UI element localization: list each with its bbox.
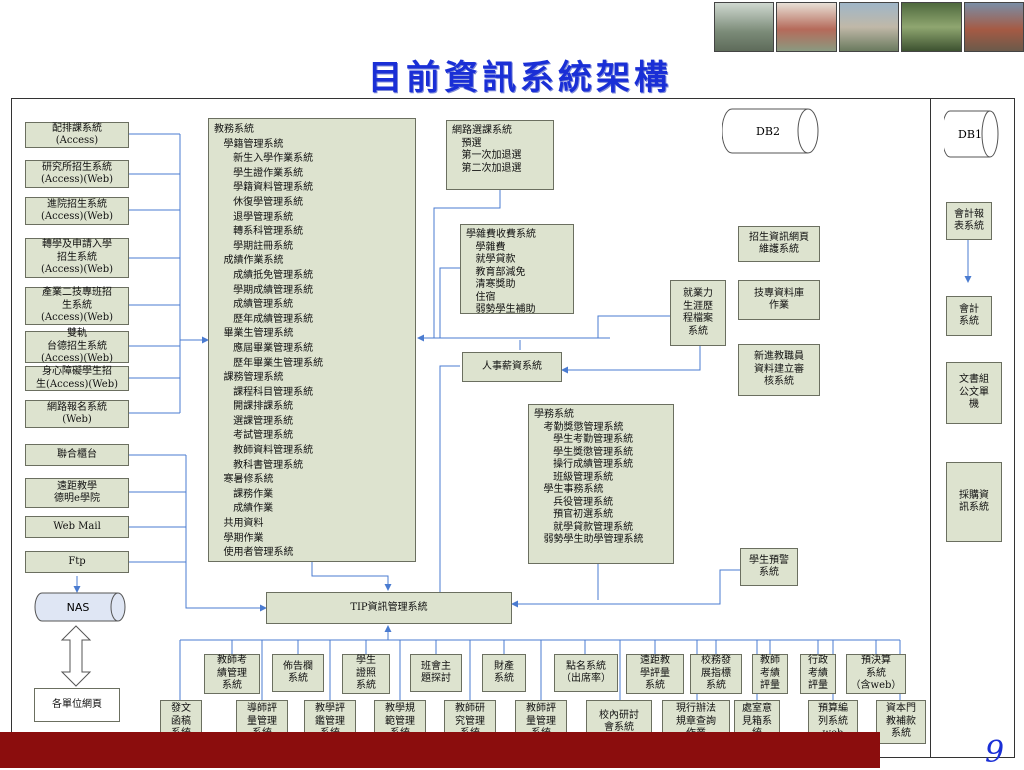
campus-photo xyxy=(838,2,900,52)
right-system-box: 採購資 訊系統 xyxy=(946,462,1002,542)
bottom-system-box: 學生 證照 系統 xyxy=(342,654,390,694)
campus-photo xyxy=(901,2,962,52)
bottom-system-box: 行政 考績 評量 xyxy=(800,654,836,694)
tech-database-box: 技專資料庫 作業 xyxy=(738,280,820,320)
nas-cylinder: NAS xyxy=(34,592,126,622)
campus-photo xyxy=(963,2,1024,52)
tip-management-box: TIP資訊管理系統 xyxy=(266,592,512,624)
campus-photo xyxy=(714,2,775,52)
db2-label: DB2 xyxy=(756,125,780,138)
bottom-system-box: 校務發 展指標 系統 xyxy=(690,654,742,694)
left-system-box: 研究所招生系統 (Access)(Web) xyxy=(25,160,129,188)
bottom-system-box: 財產 系統 xyxy=(482,654,526,692)
course-selection-box: 網路選課系統 預選 第一次加退選 第二次加退選 xyxy=(446,120,554,190)
hr-payroll-box: 人事薪資系統 xyxy=(462,352,562,382)
db1-label: DB1 xyxy=(958,128,982,141)
right-system-box: 會計報 表系統 xyxy=(946,202,992,240)
tuition-fee-box: 學雜費收費系統 學雜費 就學貸款 教育部減免 清寒獎助 住宿 弱勢學生補助 xyxy=(460,224,574,315)
unit-pages-box: 各單位網頁 xyxy=(34,688,120,722)
left-system-box: 產業二技專班招 生系統 (Access)(Web) xyxy=(25,287,129,325)
left-system-box: 進院招生系統 (Access)(Web) xyxy=(25,197,129,225)
left-system-box: Web Mail xyxy=(25,516,129,538)
left-system-box: Ftp xyxy=(25,551,129,573)
bottom-system-box: 遠距教 學評量 系統 xyxy=(626,654,684,694)
new-staff-box: 新進教職員 資料建立審 核系統 xyxy=(738,344,820,396)
page-number: 9 xyxy=(985,735,1005,770)
bottom-system-box: 點名系統 （出席率） xyxy=(554,654,618,692)
bottom-system-box: 預決算 系統 （含web） xyxy=(846,654,906,694)
employability-box: 就業力 生涯歷 程檔案 系統 xyxy=(670,280,726,346)
left-system-box: 遠距教學 德明e學院 xyxy=(25,478,129,508)
bottom-system-box: 教師 考績 評量 xyxy=(752,654,788,694)
bottom-system-box: 教師考 績管理 系統 xyxy=(204,654,260,694)
bottom-system-box: 資本門 教補款 系統 xyxy=(876,700,926,744)
header-photo-strip xyxy=(714,2,1024,52)
recruit-web-box: 招生資訊網頁 維護系統 xyxy=(738,226,820,262)
left-system-box: 轉學及申請入學 招生系統 (Access)(Web) xyxy=(25,238,129,278)
student-affairs-box: 學務系統 考勤獎懲管理系統 學生考勤管理系統 學生獎懲管理系統 操行成績管理系統… xyxy=(528,404,674,564)
footer-bar xyxy=(0,732,880,768)
bottom-system-box: 佈告欄 系統 xyxy=(272,654,324,692)
db2-cylinder: DB2 xyxy=(722,108,819,154)
page-title: 目前資訊系統架構 xyxy=(368,58,672,98)
left-system-box: 網路報名系統 (Web) xyxy=(25,400,129,428)
left-system-box: 聯合櫃台 xyxy=(25,444,129,466)
academic-system-box: 教務系統 學籍管理系統 新生入學作業系統 學生證作業系統 學籍資料管理系統 休復… xyxy=(208,118,416,562)
left-system-box: 配排課系統 (Access) xyxy=(25,122,129,148)
right-system-box: 會計 系統 xyxy=(946,296,992,336)
db1-cylinder: DB1 xyxy=(944,110,999,158)
bottom-system-box: 班會主 題探討 xyxy=(410,654,462,692)
campus-photo xyxy=(776,2,837,52)
right-system-box: 文書組 公文單 機 xyxy=(946,362,1002,424)
left-system-box: 身心障礙學生招 生(Access)(Web) xyxy=(25,366,129,391)
left-system-box: 雙軌 台德招生系統 (Access)(Web) xyxy=(25,328,129,364)
nas-label: NAS xyxy=(67,601,90,614)
frame-divider xyxy=(930,98,931,758)
student-warning-box: 學生預警 系統 xyxy=(740,548,798,586)
